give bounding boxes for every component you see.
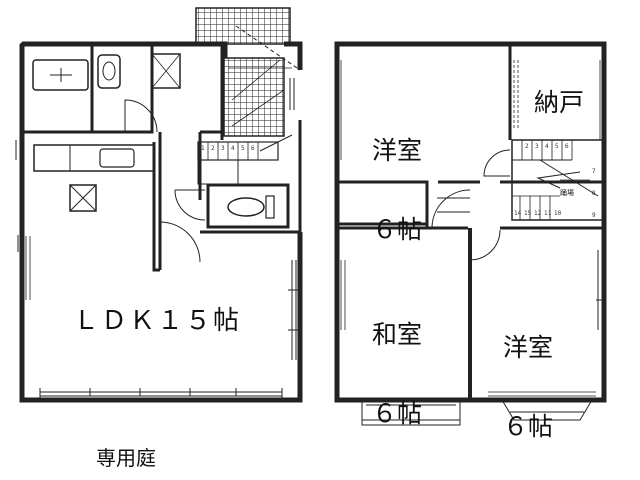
window-ldk-right — [288, 260, 300, 360]
japanese-door-arc — [431, 189, 471, 229]
stair-step-number: 4 — [545, 143, 549, 150]
room-label-closet: 納戸 — [533, 88, 584, 117]
stair-step-number: 6 — [251, 145, 255, 152]
room-label-japanese: 和室 ６帖 — [372, 272, 422, 451]
stair-step-number: 4 — [231, 145, 235, 152]
stair-step-number: 5 — [555, 143, 559, 150]
first-floor — [15, 7, 303, 403]
stair-step-number: 9 — [592, 212, 596, 219]
stair-landing-label: 踊場 — [560, 189, 574, 197]
stair-step-number: 11 — [544, 210, 552, 217]
upper-right-wall — [210, 42, 302, 232]
toilet-room — [206, 183, 290, 229]
room-label-ldk: ＬＤＫ１５帖 — [72, 306, 241, 336]
room-label-western-bottom: 洋室 ６帖 — [503, 285, 553, 464]
stair-step-number: 1 — [201, 145, 205, 152]
western-top-door-arc — [483, 149, 511, 177]
room-label-western-top: 洋室 ６帖 — [372, 88, 422, 267]
kitchen-counter — [33, 144, 155, 172]
window-ldk-left — [25, 236, 31, 300]
ldk-inner-wall — [152, 142, 160, 272]
stair-guide-arrow — [536, 171, 581, 189]
room-name: 和室 — [372, 320, 423, 349]
washroom-door-arc — [124, 99, 158, 133]
entrance-floor-tile — [223, 57, 285, 137]
stair-step-number: 15 — [524, 210, 532, 217]
bathtub — [32, 59, 89, 91]
stair-step-number: 3 — [535, 143, 539, 150]
stair-step-number: 2 — [211, 145, 215, 152]
window-western-bay — [501, 399, 593, 421]
room-size: ６帖 — [503, 412, 554, 441]
room-name: 洋室 — [503, 333, 554, 362]
window-japanese-bay — [361, 400, 461, 426]
range-hood — [69, 184, 97, 212]
stair-step-number: 10 — [554, 210, 562, 217]
room-size: ６帖 — [372, 399, 423, 428]
second-floor — [334, 41, 607, 426]
toilet-tank — [265, 195, 275, 219]
room-name: 洋室 — [372, 136, 423, 165]
garden-label: 専用庭 — [96, 446, 156, 470]
closet-door — [513, 60, 519, 130]
stair-step-number: 12 — [534, 210, 542, 217]
stair-step-number: 6 — [565, 143, 569, 150]
stair-step-number: 14 — [514, 210, 522, 217]
stair-step-number: 3 — [221, 145, 225, 152]
kitchen-sink — [99, 148, 135, 168]
wash-basin — [97, 54, 121, 89]
room-size: ６帖 — [372, 215, 423, 244]
stair-floor2 — [511, 139, 605, 221]
stair-step-number: 7 — [592, 168, 596, 175]
toilet-door-arc — [174, 189, 206, 221]
window-ldk-bottom — [39, 388, 283, 400]
ldk-door-arc — [159, 221, 201, 263]
stair-step-number: 2 — [525, 143, 529, 150]
western-bottom-door-arc — [469, 229, 501, 261]
stair-step-number: 8 — [592, 190, 596, 197]
toilet-bowl — [227, 197, 265, 217]
entrance-tile-area — [195, 7, 291, 45]
stair-step-number: 5 — [241, 145, 245, 152]
